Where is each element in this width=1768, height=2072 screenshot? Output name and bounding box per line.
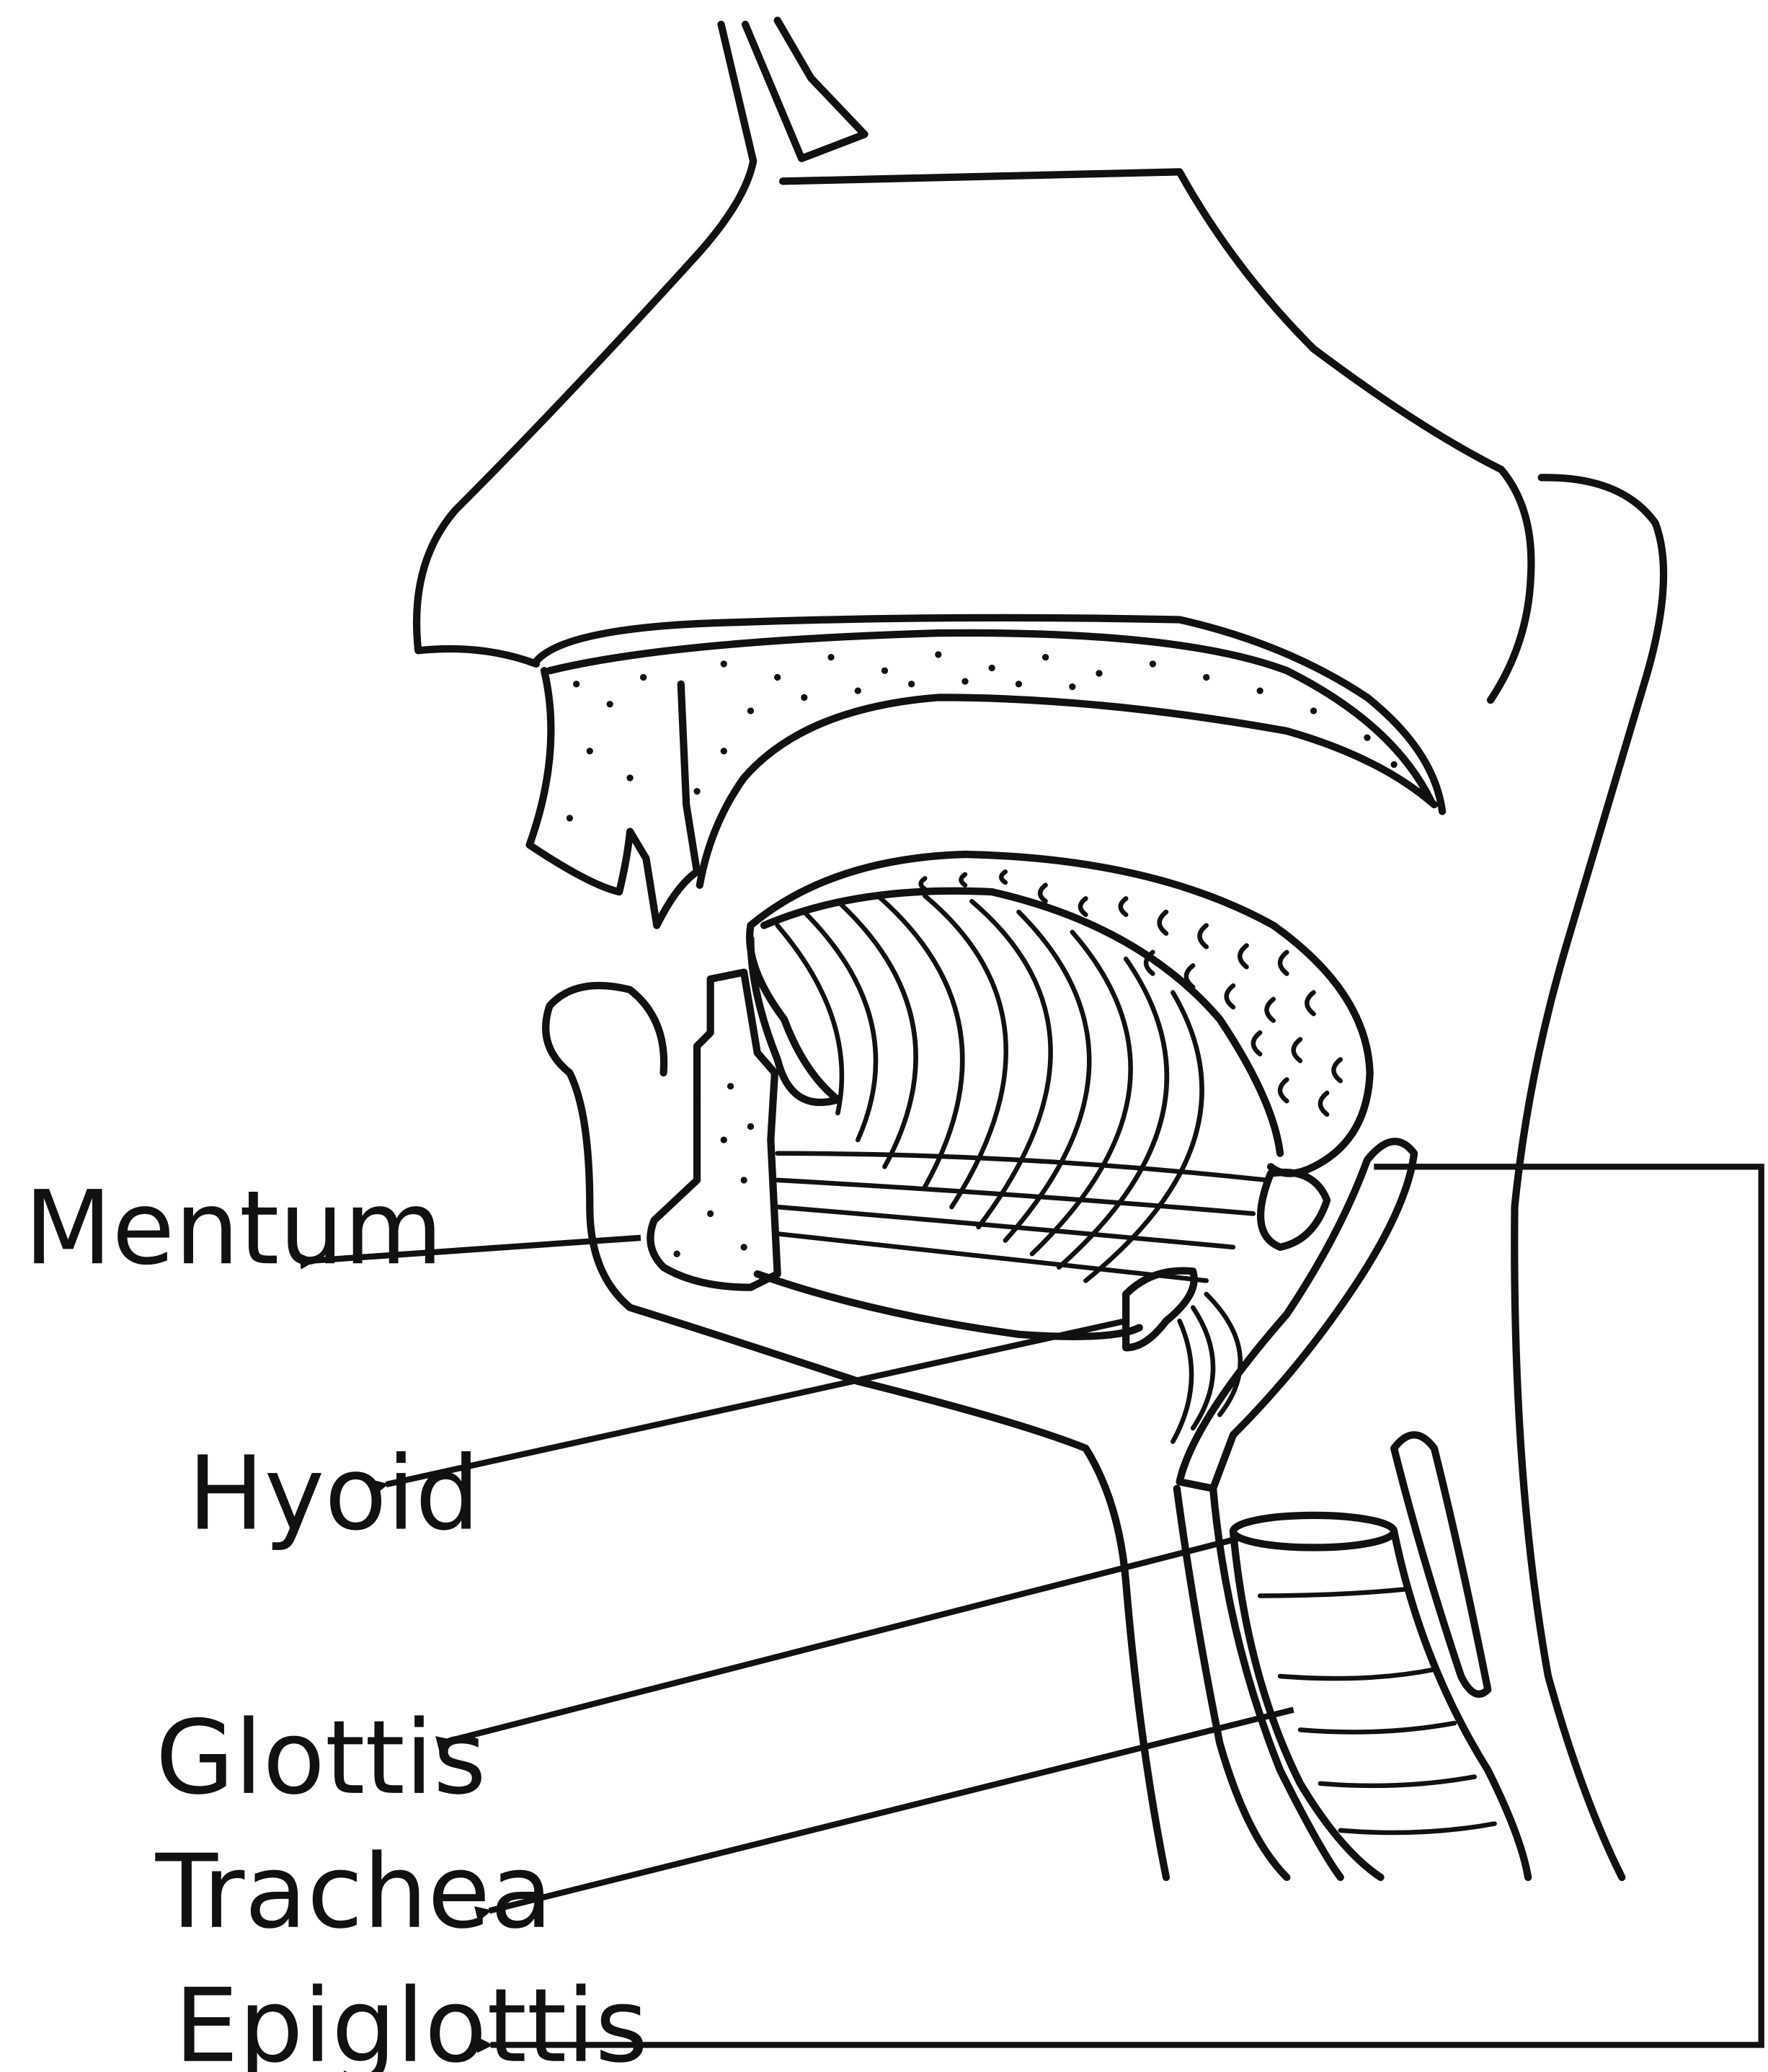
glottis-opening (1229, 1511, 1398, 1551)
label-trachea: Trachea (155, 1833, 553, 1952)
epiglottis-leader (477, 1164, 1764, 2053)
tongue-papillae (918, 869, 1343, 1117)
tongue-front-loop (746, 921, 842, 1107)
tongue-outline (747, 850, 1374, 1177)
glottis-leader (435, 1535, 1241, 1752)
tongue-muscle-fibres (775, 893, 1269, 1283)
trachea-structure (1229, 1431, 1532, 1882)
larynx (1122, 1138, 1418, 1882)
hyoid-muscles (1170, 1291, 1243, 1444)
leader-lines (299, 1164, 1764, 2053)
epiglottis (1176, 1138, 1418, 1492)
palate-upper-inner (546, 629, 1436, 806)
face-outline (413, 17, 1668, 1882)
cricoid-cartilage (1390, 1431, 1492, 1698)
jaw (542, 968, 1170, 1882)
label-hyoid: Hyoid (187, 1435, 479, 1553)
palate-lower (696, 694, 1439, 889)
nasal-bone (741, 17, 869, 162)
palate-stipple (566, 651, 1398, 822)
upper-lip (525, 667, 701, 929)
palate-upper (532, 614, 1447, 815)
tongue (746, 850, 1374, 1283)
lower-teeth (647, 968, 781, 1291)
back-of-head (1511, 474, 1668, 1882)
palate (525, 614, 1447, 929)
nose-bridge (413, 20, 758, 668)
label-epiglottis: Epiglottis (174, 1967, 648, 2072)
epiglottis-fold (1256, 1168, 1331, 1252)
hyoid-leader (371, 1318, 1127, 1495)
mentum-leader (299, 1234, 641, 1270)
tongue-inner-outline (760, 887, 1284, 1157)
trachea-front-wall (1229, 1528, 1385, 1882)
label-mentum: Mentum (24, 1169, 443, 1288)
mandible-floor (753, 1270, 1143, 1340)
hyoid-bone (1122, 1267, 1198, 1352)
trachea-back-wall (1390, 1528, 1532, 1882)
nasal-cavity-roof (778, 168, 1535, 704)
tracheal-rings (1257, 1586, 1497, 1836)
trachea-leader (474, 1706, 1294, 1922)
chin-stipple (673, 1083, 755, 1257)
labels: Mentum Hyoid Glottis Trachea Epiglottis (24, 1169, 648, 2072)
label-glottis: Glottis (156, 1699, 487, 1818)
oesophagus-back (1209, 1484, 1344, 1882)
